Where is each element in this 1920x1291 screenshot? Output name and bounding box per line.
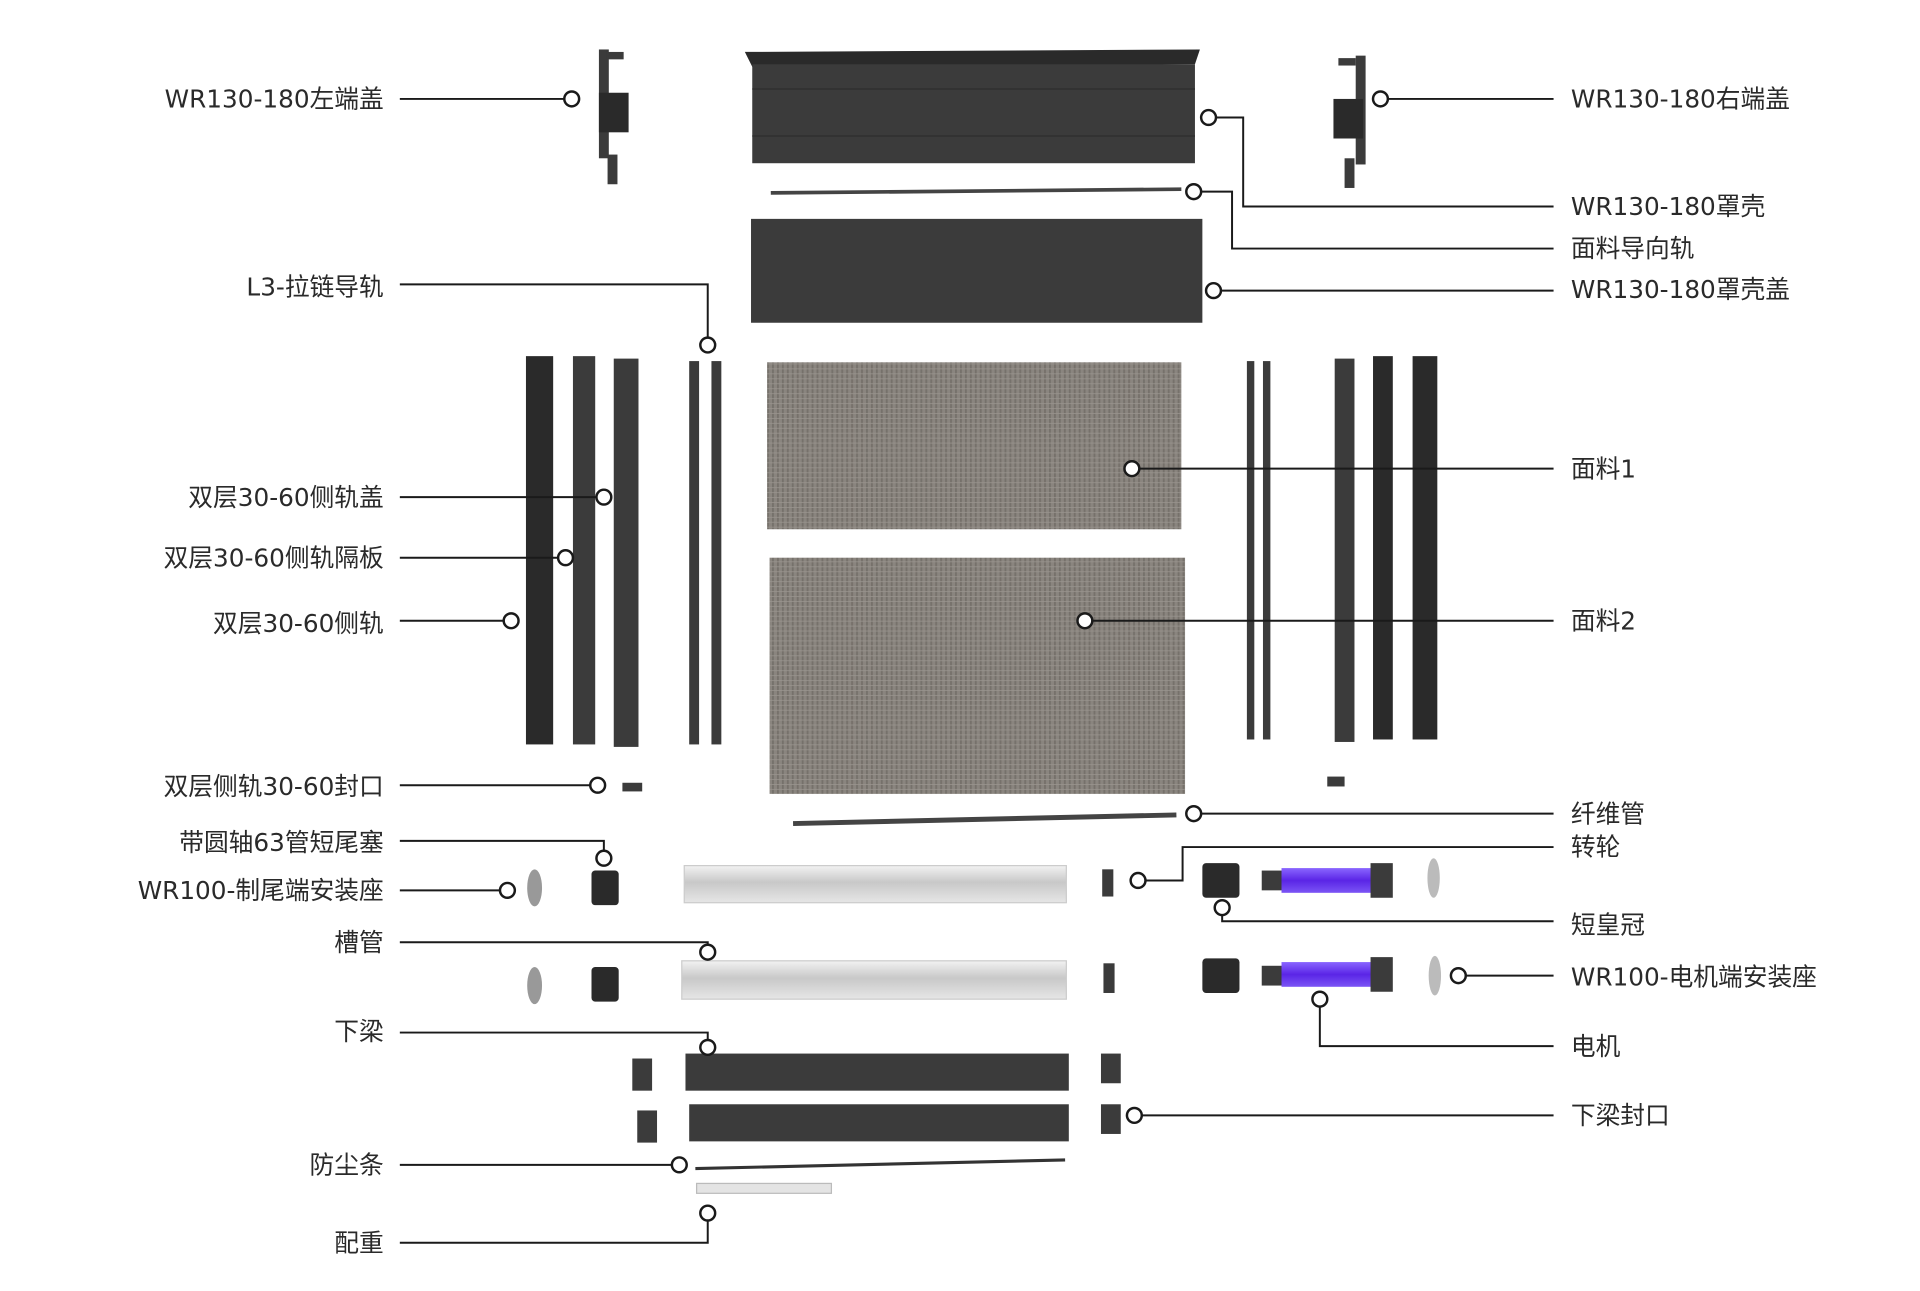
label-wheel: 转轮 (1571, 833, 1620, 862)
label-bottom-beam-cap: 下梁封口 (1571, 1101, 1670, 1130)
fabric-2 (769, 557, 1186, 794)
right-leaders (1076, 90, 1554, 1125)
housing (744, 49, 1200, 164)
label-fabric-2: 面料2 (1571, 606, 1636, 635)
label-tail-plug: 带圆轴63管短尾塞 (179, 828, 384, 857)
fiber-tube (793, 812, 1177, 827)
label-side-rail-cover: 双层30-60侧轨盖 (188, 483, 383, 512)
fabric-1 (767, 362, 1182, 530)
label-short-crown: 短皇冠 (1571, 911, 1645, 940)
label-weight: 配重 (334, 1228, 383, 1257)
label-right-end-cap: WR130-180右端盖 (1571, 85, 1790, 114)
dust-strip (695, 1158, 1066, 1171)
label-motor-mount: WR100-电机端安装座 (1571, 963, 1817, 992)
weight-bar (695, 1182, 833, 1194)
label-motor: 电机 (1571, 1032, 1621, 1061)
upper-roller-assembly (527, 858, 1440, 907)
label-bottom-beam: 下梁 (334, 1017, 383, 1046)
label-tail-mount: WR100-制尾端安装座 (138, 876, 384, 905)
label-left-end-cap: WR130-180左端盖 (165, 85, 384, 114)
left-labels: WR130-180左端盖 L3-拉链导轨 双层30-60侧轨盖 双层30-60侧… (138, 85, 384, 1258)
housing-cover (751, 218, 1203, 323)
lower-roller-assembly (527, 955, 1442, 1005)
label-dust-strip: 防尘条 (310, 1151, 384, 1180)
right-labels: WR130-180右端盖 WR130-180罩壳 面料导向轨 WR130-180… (1571, 85, 1817, 1130)
label-side-rail-seal: 双层侧轨30-60封口 (164, 772, 384, 801)
right-rail-seal (1327, 776, 1345, 787)
left-rail-seal (622, 782, 643, 792)
label-fiber-tube: 纤维管 (1571, 799, 1645, 828)
left-end-cap (598, 49, 629, 185)
label-fabric-guide-rail: 面料导向轨 (1571, 234, 1695, 263)
label-grooved-tube: 槽管 (334, 928, 383, 957)
label-housing-cover: WR130-180罩壳盖 (1571, 275, 1790, 304)
left-leaders (399, 90, 717, 1244)
label-zipper-guide-rail: L3-拉链导轨 (246, 273, 383, 302)
label-housing: WR130-180罩壳 (1571, 192, 1765, 221)
right-side-rails (1246, 356, 1438, 742)
label-fabric-1: 面料1 (1571, 454, 1636, 483)
left-side-rails (525, 356, 722, 747)
label-side-rail: 双层30-60侧轨 (213, 609, 384, 638)
right-end-cap (1333, 55, 1366, 188)
bottom-beams (632, 1053, 1121, 1143)
fabric-guide-rail (770, 187, 1182, 195)
parts (525, 49, 1442, 1194)
label-side-rail-divider: 双层30-60侧轨隔板 (164, 543, 384, 572)
